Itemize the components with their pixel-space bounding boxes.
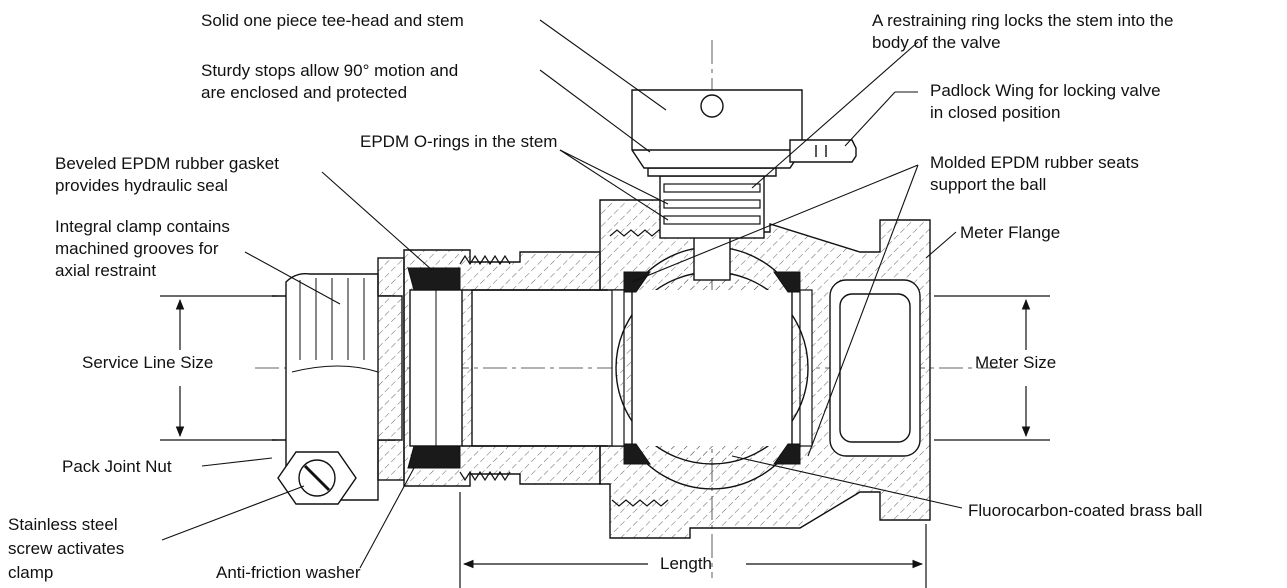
- length-dimension: [459, 492, 927, 588]
- stem: [647, 167, 777, 281]
- label-clamp-line3: axial restraint: [55, 261, 157, 280]
- label-anti-friction-washer: Anti-friction washer: [216, 563, 361, 582]
- inlet-threads-bottom: [459, 470, 511, 482]
- label-screw-line1: Stainless steel: [8, 515, 118, 534]
- label-service-line-size: Service Line Size: [82, 353, 214, 372]
- ball: [615, 246, 809, 490]
- label-pack-joint-nut: Pack Joint Nut: [62, 457, 172, 476]
- body-threads-top: [609, 229, 667, 237]
- tee-head: [631, 89, 803, 169]
- label-length: Length: [660, 554, 712, 573]
- bore: [462, 289, 608, 447]
- label-ball: Fluorocarbon-coated brass ball: [968, 501, 1203, 520]
- inlet-threads-top: [459, 254, 511, 266]
- label-gasket-line1: Beveled EPDM rubber gasket: [55, 154, 279, 173]
- rubber-seats: [623, 271, 801, 465]
- beveled-gasket: [407, 267, 463, 469]
- label-restraining-ring-line2: body of the valve: [872, 33, 1001, 52]
- label-meter-size: Meter Size: [975, 353, 1057, 372]
- meter-size-dimension: [934, 295, 1050, 441]
- label-tee-head: Solid one piece tee-head and stem: [201, 11, 464, 30]
- label-seats-line1: Molded EPDM rubber seats: [930, 153, 1139, 172]
- label-padlock-line2: in closed position: [930, 103, 1061, 122]
- label-o-rings: EPDM O-rings in the stem: [360, 132, 558, 151]
- label-clamp-line1: Integral clamp contains: [55, 217, 230, 236]
- label-screw-line3: clamp: [8, 563, 54, 582]
- label-gasket-line2: provides hydraulic seal: [55, 176, 228, 195]
- label-stops-line2: are enclosed and protected: [201, 83, 408, 102]
- integral-clamp: [285, 257, 405, 501]
- label-meter-flange: Meter Flange: [960, 223, 1061, 242]
- label-screw-line2: screw activates: [8, 539, 125, 558]
- label-restraining-ring-line1: A restraining ring locks the stem into t…: [872, 11, 1174, 30]
- leader-lines: [161, 19, 963, 569]
- label-stops-line1: Sturdy stops allow 90° motion and: [201, 61, 459, 80]
- pack-joint-nut: [277, 451, 357, 505]
- body-threads-bottom: [611, 499, 669, 507]
- label-padlock-line1: Padlock Wing for locking valve: [930, 81, 1161, 100]
- o-rings: [663, 183, 761, 225]
- clamp-grooves: [291, 278, 379, 373]
- padlock-wing: [789, 139, 857, 163]
- label-clamp-line2: machined grooves for: [55, 239, 219, 258]
- service-line-dimension: [160, 295, 276, 441]
- label-seats-line2: support the ball: [930, 175, 1047, 194]
